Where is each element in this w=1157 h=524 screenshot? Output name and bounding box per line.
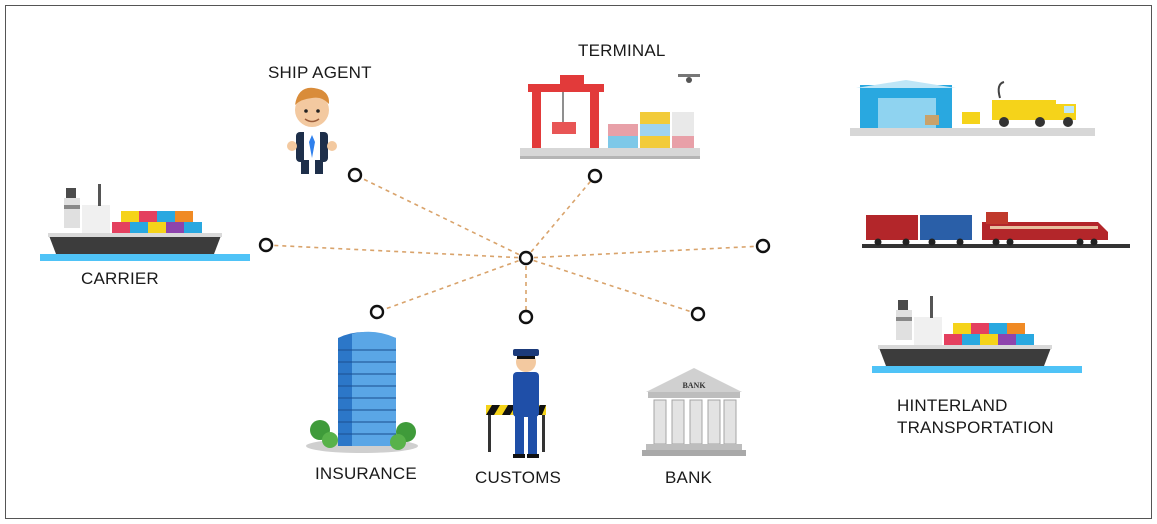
- bank-sign: BANK: [682, 381, 706, 390]
- connector-insurance: [376, 257, 527, 313]
- label-hinterland-transportation: HINTERLAND TRANSPORTATION: [897, 395, 1054, 439]
- node-hinterland: [755, 238, 771, 254]
- warehouse-truck-icon: [850, 80, 1095, 136]
- node-terminal: [587, 168, 603, 184]
- connector-ship-agent: [354, 174, 527, 259]
- terminal-icon: [520, 74, 700, 159]
- connector-lines: [265, 174, 764, 317]
- label-carrier: CARRIER: [81, 269, 159, 288]
- label-insurance: INSURANCE: [315, 464, 417, 483]
- train-icon: [862, 212, 1130, 248]
- hub-node: [518, 250, 534, 266]
- node-ship-agent: [347, 167, 363, 183]
- node-insurance: [369, 304, 385, 320]
- node-customs: [518, 309, 534, 325]
- label-customs: CUSTOMS: [475, 468, 562, 487]
- ship-agent-icon: [287, 87, 337, 174]
- connector-carrier: [265, 244, 527, 259]
- label-hinterland-line2: TRANSPORTATION: [897, 418, 1054, 437]
- hinterland-ship-icon: [872, 296, 1082, 373]
- node-carrier: [258, 237, 274, 253]
- label-bank: BANK: [665, 468, 713, 487]
- label-hinterland-line1: HINTERLAND: [897, 396, 1008, 415]
- bank-icon: BANK: [642, 368, 746, 456]
- label-ship-agent: SHIP AGENT: [268, 63, 372, 82]
- label-terminal: TERMINAL: [578, 41, 666, 60]
- connector-terminal: [525, 175, 596, 259]
- connector-hinterland: [525, 245, 764, 259]
- insurance-building-icon: [306, 331, 418, 453]
- node-bank: [690, 306, 706, 322]
- carrier-ship-icon: [40, 184, 250, 261]
- connector-bank: [525, 257, 699, 315]
- nodes: [258, 167, 771, 325]
- customs-officer-icon: [486, 349, 546, 458]
